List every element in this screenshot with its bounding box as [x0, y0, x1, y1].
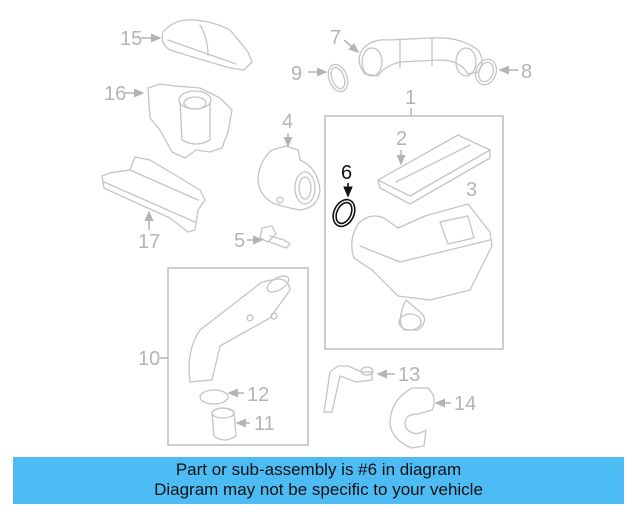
- part-16-air-intake-housing[interactable]: [147, 83, 233, 159]
- callout-16: 16: [104, 83, 126, 105]
- part-9-hose-clamp[interactable]: [325, 62, 351, 94]
- part-8-hose-clamp[interactable]: [472, 56, 500, 87]
- callout-7: 7: [330, 27, 341, 49]
- callout-4: 4: [282, 111, 293, 133]
- leader-7: [343, 39, 360, 53]
- part-13-breather-pipe[interactable]: [323, 365, 374, 413]
- part-4-mass-air-flow-sensor[interactable]: [257, 145, 321, 211]
- banner-disclaimer-line: Diagram may not be specific to your vehi…: [154, 480, 483, 499]
- callout-8: 8: [521, 61, 532, 83]
- callout-13: 13: [398, 364, 420, 386]
- callout-14: 14: [454, 393, 476, 415]
- assembly-1-box: [324, 115, 504, 350]
- callout-3: 3: [466, 179, 477, 201]
- callout-2: 2: [396, 128, 407, 150]
- callout-10: 10: [138, 348, 160, 370]
- part-11-coupler[interactable]: [211, 407, 237, 441]
- part-17-air-duct[interactable]: [101, 156, 206, 233]
- callout-9: 9: [291, 63, 302, 85]
- part-2-air-filter[interactable]: [377, 134, 491, 205]
- callout-1: 1: [405, 87, 416, 109]
- banner-part-line: Part or sub-assembly is #6 in diagram: [175, 460, 462, 479]
- part-5-bolt[interactable]: [259, 225, 291, 249]
- part-7-intake-hose[interactable]: [358, 37, 483, 77]
- part-15-duct-cover[interactable]: [161, 19, 253, 71]
- callout-15: 15: [120, 28, 142, 50]
- callout-17: 17: [138, 231, 160, 253]
- part-10-intake-tube[interactable]: [188, 273, 291, 383]
- callout-5: 5: [234, 230, 245, 252]
- parts-diagram: 15 16 17 4 5 7: [101, 19, 532, 449]
- part-12-clamp[interactable]: [199, 389, 229, 405]
- part-6-seal-highlighted[interactable]: [329, 196, 359, 230]
- callout-11: 11: [254, 413, 275, 435]
- callout-12: 12: [247, 384, 269, 406]
- callout-6: 6: [341, 162, 352, 184]
- part-3-air-cleaner-body[interactable]: [351, 203, 493, 331]
- info-banner: Part or sub-assembly is #6 in diagram Di…: [13, 457, 624, 504]
- part-14-hose[interactable]: [389, 387, 435, 449]
- assembly-10-box: [167, 267, 309, 446]
